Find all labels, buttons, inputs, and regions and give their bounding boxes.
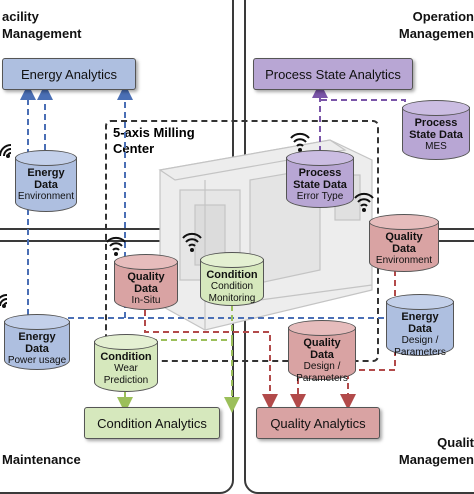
wifi-signal-icon	[182, 232, 202, 247]
facility-title-line1: acility	[2, 9, 39, 24]
maintenance-title: Maintenance	[2, 452, 81, 467]
energy-analytics-box: Energy Analytics	[2, 58, 136, 90]
operations-title-line1: Operation	[412, 9, 474, 24]
quality-analytics-box: Quality Analytics	[256, 407, 380, 439]
process-state-analytics-box: Process State Analytics	[253, 58, 413, 90]
wifi-signal-icon	[106, 236, 126, 251]
wifi-signal-icon	[354, 192, 374, 207]
wifi-signal-icon	[290, 132, 310, 147]
quality-title-line2: Managemen	[398, 452, 474, 467]
quality-title: Qualit Managemen	[399, 434, 474, 468]
condition-analytics-box: Condition Analytics	[84, 407, 220, 439]
milling-center-title-line2: Center	[113, 141, 155, 156]
facility-title-line2: Management	[2, 26, 82, 41]
quality-title-line1: Qualit	[437, 435, 474, 450]
wifi-signal-icon	[0, 144, 12, 157]
milling-center-title: 5-axis Milling Center	[113, 125, 195, 157]
operations-title-line2: Managemen	[398, 26, 474, 41]
wifi-signals	[0, 132, 374, 308]
milling-center-title-line1: 5-axis Milling	[113, 125, 195, 140]
operations-title: Operation Managemen	[399, 8, 474, 42]
facility-title: acility Management	[2, 8, 81, 42]
